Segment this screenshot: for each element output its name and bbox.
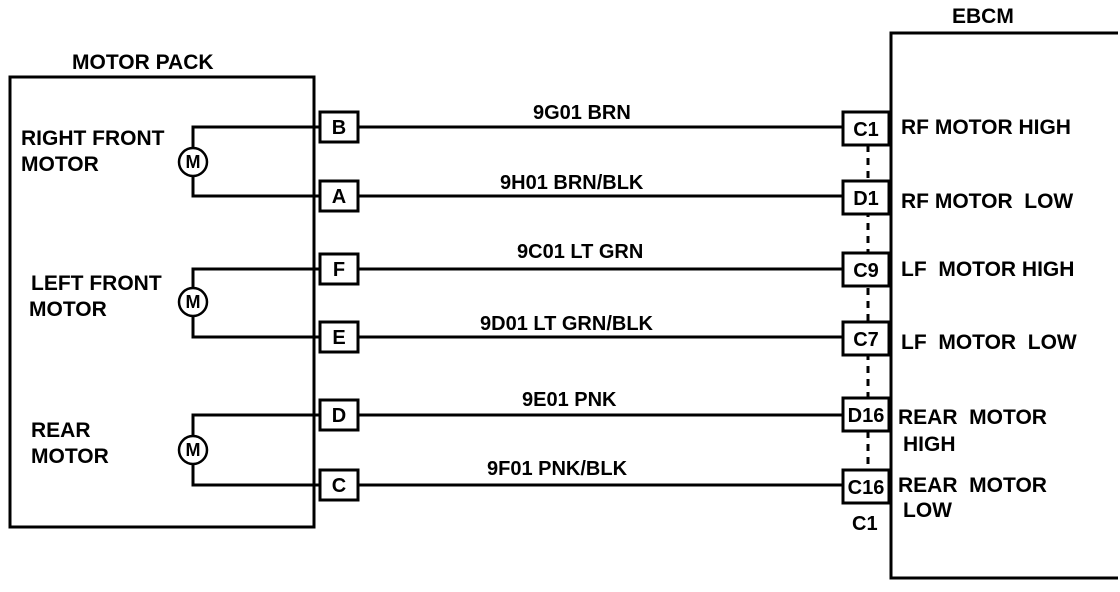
pin-label: C7 bbox=[853, 329, 879, 351]
ebcm-function-rf-high: RF MOTOR HIGH bbox=[901, 116, 1071, 139]
pin-label: B bbox=[332, 117, 346, 139]
motor-label-right-front: RIGHT FRONT MOTOR bbox=[21, 127, 165, 176]
motor-label-line2: MOTOR bbox=[29, 298, 107, 321]
pin-label: C16 bbox=[848, 477, 885, 499]
pin-box bbox=[318, 320, 360, 354]
motor-pack-pin-f: F bbox=[318, 252, 360, 286]
wire-label: 9F01 PNK/BLK bbox=[487, 458, 628, 480]
motor-pack-pin-b: B bbox=[318, 110, 360, 144]
motor-symbol-letter: M bbox=[186, 292, 201, 312]
motor-pack-pin-a: A bbox=[318, 179, 360, 213]
motor-label-rear: REAR MOTOR bbox=[31, 419, 109, 468]
wire-label: 9C01 LT GRN bbox=[517, 241, 643, 263]
wire-9d01: 9D01 LT GRN/BLK bbox=[358, 313, 843, 339]
pin-box bbox=[841, 468, 891, 505]
motor-right-front: M bbox=[177, 125, 320, 198]
motor-symbol-letter: M bbox=[186, 440, 201, 460]
ebcm-pin-c1: C1 bbox=[841, 110, 891, 147]
motor-rear: M bbox=[177, 413, 320, 487]
ebcm-function-rear-low: REAR MOTOR LOW bbox=[898, 474, 1047, 522]
motor-pack-pin-d: D bbox=[318, 398, 360, 432]
motor-pack-title: MOTOR PACK bbox=[72, 51, 214, 74]
motor-label-line2: MOTOR bbox=[31, 445, 109, 468]
motor-pack-pin-e: E bbox=[318, 320, 360, 354]
motor-pack-pin-c: C bbox=[318, 468, 360, 502]
motor-symbol-circle bbox=[177, 146, 209, 178]
ebcm-function-rf-low: RF MOTOR LOW bbox=[901, 190, 1073, 213]
motor-label-line1: RIGHT FRONT bbox=[21, 127, 165, 150]
pin-box bbox=[318, 468, 360, 502]
pin-label: C bbox=[332, 475, 346, 497]
pin-box bbox=[841, 251, 891, 288]
wire-9f01: 9F01 PNK/BLK bbox=[358, 458, 843, 487]
ebcm-function-rear-high: REAR MOTOR HIGH bbox=[898, 406, 1047, 456]
pin-box bbox=[318, 252, 360, 286]
pin-box bbox=[318, 179, 360, 213]
function-label-line1: RF MOTOR LOW bbox=[901, 190, 1073, 213]
motor-symbol-circle bbox=[177, 286, 209, 318]
wire-9h01: 9H01 BRN/BLK bbox=[358, 172, 843, 198]
pin-label: D bbox=[332, 405, 346, 427]
ebcm-pin-d16: D16 bbox=[841, 396, 891, 433]
motor-label-line1: LEFT FRONT bbox=[31, 272, 162, 295]
motor-loop-wire bbox=[191, 125, 320, 198]
motor-label-line2: MOTOR bbox=[21, 153, 99, 176]
pin-box bbox=[841, 110, 891, 147]
function-label-line1: RF MOTOR HIGH bbox=[901, 116, 1071, 139]
function-label-line1: LF MOTOR HIGH bbox=[901, 258, 1074, 281]
ebcm-pin-c7: C7 bbox=[841, 320, 891, 357]
motor-pack-box bbox=[8, 75, 316, 529]
function-label-line1: REAR MOTOR bbox=[898, 406, 1047, 429]
wire-9c01: 9C01 LT GRN bbox=[358, 241, 843, 271]
motor-left-front: M bbox=[177, 267, 320, 339]
ebcm-pin-c9: C9 bbox=[841, 251, 891, 288]
wire-9g01: 9G01 BRN bbox=[358, 102, 843, 129]
ebcm-function-lf-high: LF MOTOR HIGH bbox=[901, 258, 1074, 281]
pin-label: A bbox=[332, 186, 346, 208]
motor-symbol-circle bbox=[177, 434, 209, 466]
ebcm-function-lf-low: LF MOTOR LOW bbox=[901, 331, 1077, 354]
pin-label: E bbox=[332, 327, 345, 349]
pin-label: C1 bbox=[853, 119, 879, 141]
ebcm-title: EBCM bbox=[952, 5, 1014, 28]
pin-box bbox=[318, 110, 360, 144]
pin-label: C9 bbox=[853, 260, 879, 282]
wire-9e01: 9E01 PNK bbox=[358, 389, 843, 417]
ebcm-connector-label: C1 bbox=[852, 513, 878, 535]
pin-box bbox=[841, 320, 891, 357]
function-label-line2: HIGH bbox=[903, 433, 956, 456]
wire-label: 9H01 BRN/BLK bbox=[500, 172, 644, 194]
motor-loop-wire bbox=[191, 267, 320, 339]
ebcm-pin-c16: C16 bbox=[841, 468, 891, 505]
ebcm-box bbox=[889, 31, 1118, 580]
motor-loop-wire bbox=[191, 413, 320, 487]
function-label-line1: REAR MOTOR bbox=[898, 474, 1047, 497]
function-label-line1: LF MOTOR LOW bbox=[901, 331, 1077, 354]
motor-label-left-front: LEFT FRONT MOTOR bbox=[29, 272, 162, 321]
motor-symbol-letter: M bbox=[186, 152, 201, 172]
pin-box bbox=[841, 179, 891, 216]
motor-label-line1: REAR bbox=[31, 419, 91, 442]
wire-label: 9D01 LT GRN/BLK bbox=[480, 313, 654, 335]
pin-box bbox=[318, 398, 360, 432]
pin-label: D1 bbox=[853, 188, 879, 210]
function-label-line2: LOW bbox=[903, 499, 952, 522]
wire-label: 9E01 PNK bbox=[522, 389, 617, 411]
pin-box bbox=[841, 396, 891, 433]
pin-label: D16 bbox=[848, 405, 885, 427]
wire-label: 9G01 BRN bbox=[533, 102, 631, 124]
pin-label: F bbox=[333, 259, 345, 281]
ebcm-pin-d1: D1 bbox=[841, 179, 891, 216]
